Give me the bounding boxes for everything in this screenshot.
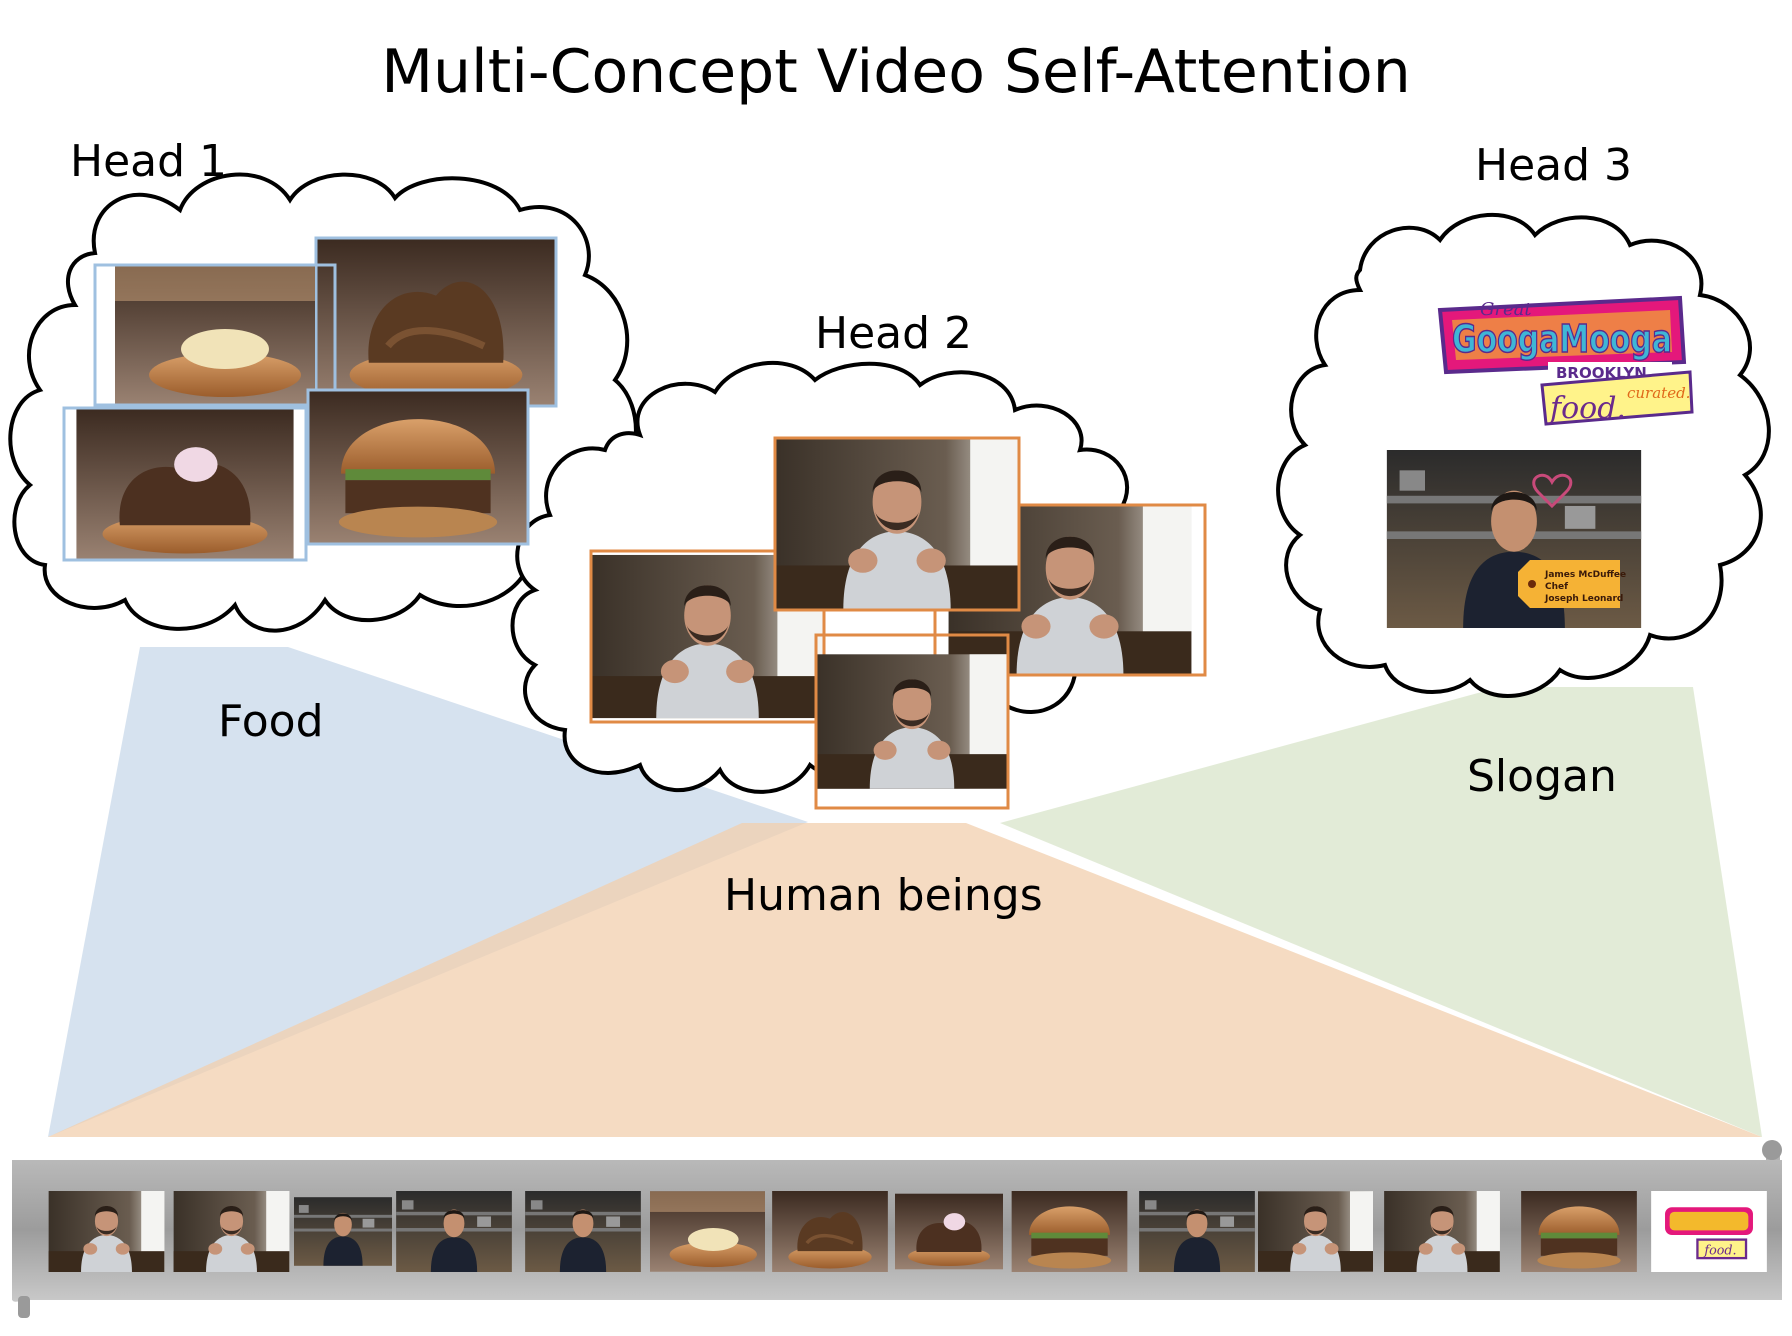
- head2-person-frame: [773, 436, 1021, 612]
- chef-video-frame: James McDuffee Chef Joseph Leonard: [1386, 450, 1642, 628]
- filmstrip-frame: [1384, 1191, 1500, 1272]
- filmstrip-frame: [1649, 1191, 1769, 1272]
- filmstrip-frame: [173, 1191, 290, 1272]
- head1-food-frame: [93, 263, 337, 407]
- head3-label: Head 3: [1475, 140, 1633, 191]
- head3-attention-beam: [1000, 687, 1762, 1137]
- filmstrip-frame: [294, 1197, 392, 1266]
- svg-text:curated.: curated.: [1627, 384, 1690, 402]
- filmstrip-frame: [525, 1191, 641, 1272]
- head1-concept-label: Food: [218, 696, 324, 747]
- filmstrip-frame: [1139, 1191, 1255, 1272]
- head3-concept-label: Slogan: [1467, 751, 1617, 802]
- filmstrip-frame: [895, 1193, 1003, 1270]
- svg-text:food.: food.: [1548, 391, 1626, 426]
- head1-label: Head 1: [70, 136, 228, 187]
- filmstrip-frame: [1011, 1191, 1128, 1272]
- head2-person-frame: [814, 633, 1010, 810]
- head2-attention-beam: [48, 823, 1762, 1137]
- head1-food-frame: [62, 406, 308, 562]
- filmstrip-frame: [1258, 1191, 1373, 1272]
- filmstrip-frame: [396, 1191, 512, 1272]
- head2-concept-label: Human beings: [724, 870, 1043, 921]
- head1-food-frame: [314, 236, 558, 408]
- svg-text:GoogaMooga: GoogaMooga: [1452, 317, 1672, 361]
- head2-label: Head 2: [815, 308, 973, 359]
- svg-text:James McDuffee: James McDuffee: [1544, 570, 1626, 580]
- filmstrip-frame: [48, 1191, 165, 1272]
- svg-text:Chef: Chef: [1545, 582, 1568, 592]
- filmstrip-frame: [1521, 1191, 1637, 1272]
- googa-mooga-logo: Great GoogaMooga BROOKLYN food. curated.: [1437, 295, 1694, 426]
- svg-text:Joseph Leonard: Joseph Leonard: [1544, 594, 1623, 604]
- filmstrip-frame: [770, 1191, 890, 1272]
- svg-text:Great: Great: [1480, 299, 1532, 320]
- head1-food-frame: [306, 388, 530, 546]
- filmstrip-frame: [650, 1191, 765, 1272]
- diagram-title: Multi-Concept Video Self-Attention: [381, 37, 1411, 107]
